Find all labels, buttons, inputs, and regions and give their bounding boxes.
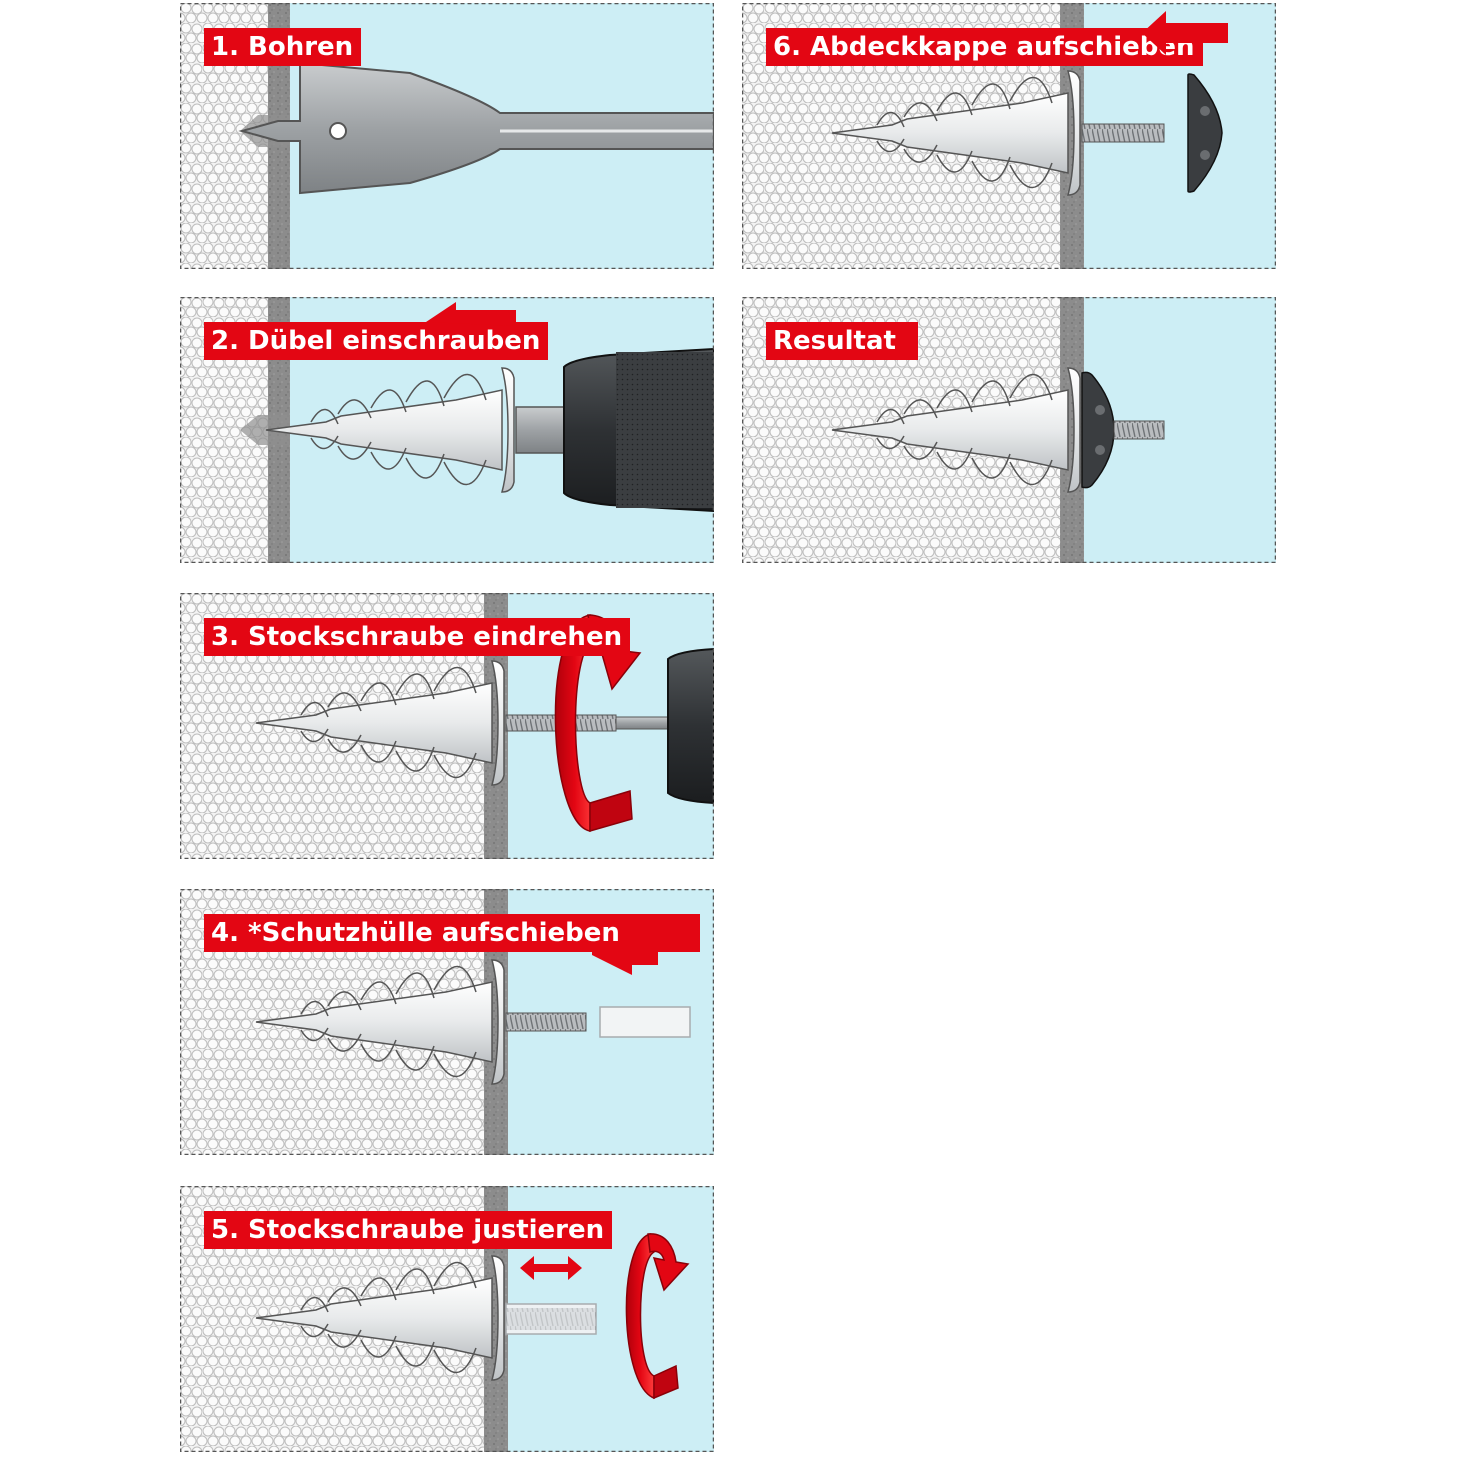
push-arrow-icon	[592, 945, 658, 975]
threaded-stud-icon	[505, 1012, 587, 1032]
step-label: 4. *Schutzhülle aufschieben	[204, 914, 700, 952]
step-label: 3. Stockschraube eindrehen	[204, 618, 631, 656]
step-label: 2. Dübel einschrauben	[204, 322, 549, 360]
threaded-stud-icon	[1081, 123, 1165, 143]
step-label: 6. Abdeckkappe aufschieben	[766, 28, 1203, 66]
step-panel-drilling: 1. Bohren	[180, 3, 714, 269]
drill-chuck-icon	[667, 647, 714, 805]
cover-cap-icon	[1187, 73, 1223, 193]
drill-chuck-icon	[563, 347, 714, 513]
step-label: Resultat	[766, 322, 918, 360]
step-panel-adjust-stud: 5. Stockschraube justieren	[180, 1186, 714, 1452]
step-label: 1. Bohren	[204, 28, 362, 66]
step-label: 5. Stockschraube justieren	[204, 1211, 613, 1249]
push-arrow-icon	[426, 302, 516, 326]
step-panel-screw-in-stud: 3. Stockschraube eindrehen	[180, 593, 714, 859]
step-panel-insert-dowel: 2. Dübel einschrauben	[180, 297, 714, 563]
push-arrow-icon	[1142, 11, 1228, 55]
threaded-stud-icon	[1113, 420, 1165, 440]
protective-sleeve-icon	[599, 1006, 691, 1038]
step-panel-slide-on-cap: 6. Abdeckkappe aufschieben	[742, 3, 1276, 269]
double-arrow-icon	[520, 1256, 582, 1280]
step-panel-slide-on-sleeve: 4. *Schutzhülle aufschieben	[180, 889, 714, 1155]
spade-drill-bit-icon	[238, 61, 714, 195]
step-panel-result: Resultat	[742, 297, 1276, 563]
rotation-arrow-icon	[625, 1233, 690, 1400]
